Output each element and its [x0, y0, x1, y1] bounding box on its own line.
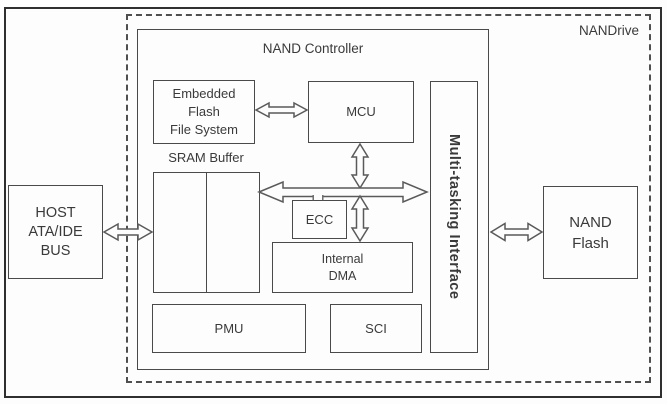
sram-divider	[206, 172, 207, 293]
effs-line: Flash	[188, 104, 220, 119]
effs-line: File System	[170, 122, 238, 137]
mcu-label: MCU	[346, 104, 376, 119]
nand-flash-line: NAND	[569, 213, 612, 231]
sci-label: SCI	[365, 320, 387, 336]
block-embedded-flash-file-system: Embedded Flash File System	[153, 80, 255, 144]
effs-line: Embedded	[172, 86, 236, 101]
mti-label: Multi-tasking Interface	[446, 134, 462, 300]
nandrive-label: NANDrive	[578, 23, 639, 38]
block-host-ata-ide-bus: HOST ATA/IDE BUS	[8, 185, 103, 279]
host-line: HOST	[35, 204, 76, 221]
block-multi-tasking-interface: Multi-tasking Interface	[430, 81, 478, 353]
block-mcu: MCU	[308, 81, 414, 143]
nand-controller-title: NAND Controller	[262, 41, 364, 56]
host-line: ATA/IDE	[28, 223, 83, 240]
dma-line: DMA	[328, 268, 357, 283]
block-ecc: ECC	[292, 200, 347, 239]
ecc-label: ECC	[305, 211, 334, 227]
block-sci: SCI	[330, 304, 422, 353]
dma-line: Internal	[321, 251, 364, 266]
sram-buffer-title: SRAM Buffer	[168, 150, 244, 165]
host-line: BUS	[40, 242, 71, 259]
block-internal-dma: Internal DMA	[272, 242, 413, 293]
pmu-label: PMU	[214, 320, 244, 336]
block-pmu: PMU	[152, 304, 306, 353]
block-nand-flash: NAND Flash	[543, 186, 638, 279]
nand-controller-box	[137, 29, 489, 370]
nandrive-boundary: NANDrive	[126, 14, 651, 383]
nand-flash-line: Flash	[572, 234, 609, 252]
